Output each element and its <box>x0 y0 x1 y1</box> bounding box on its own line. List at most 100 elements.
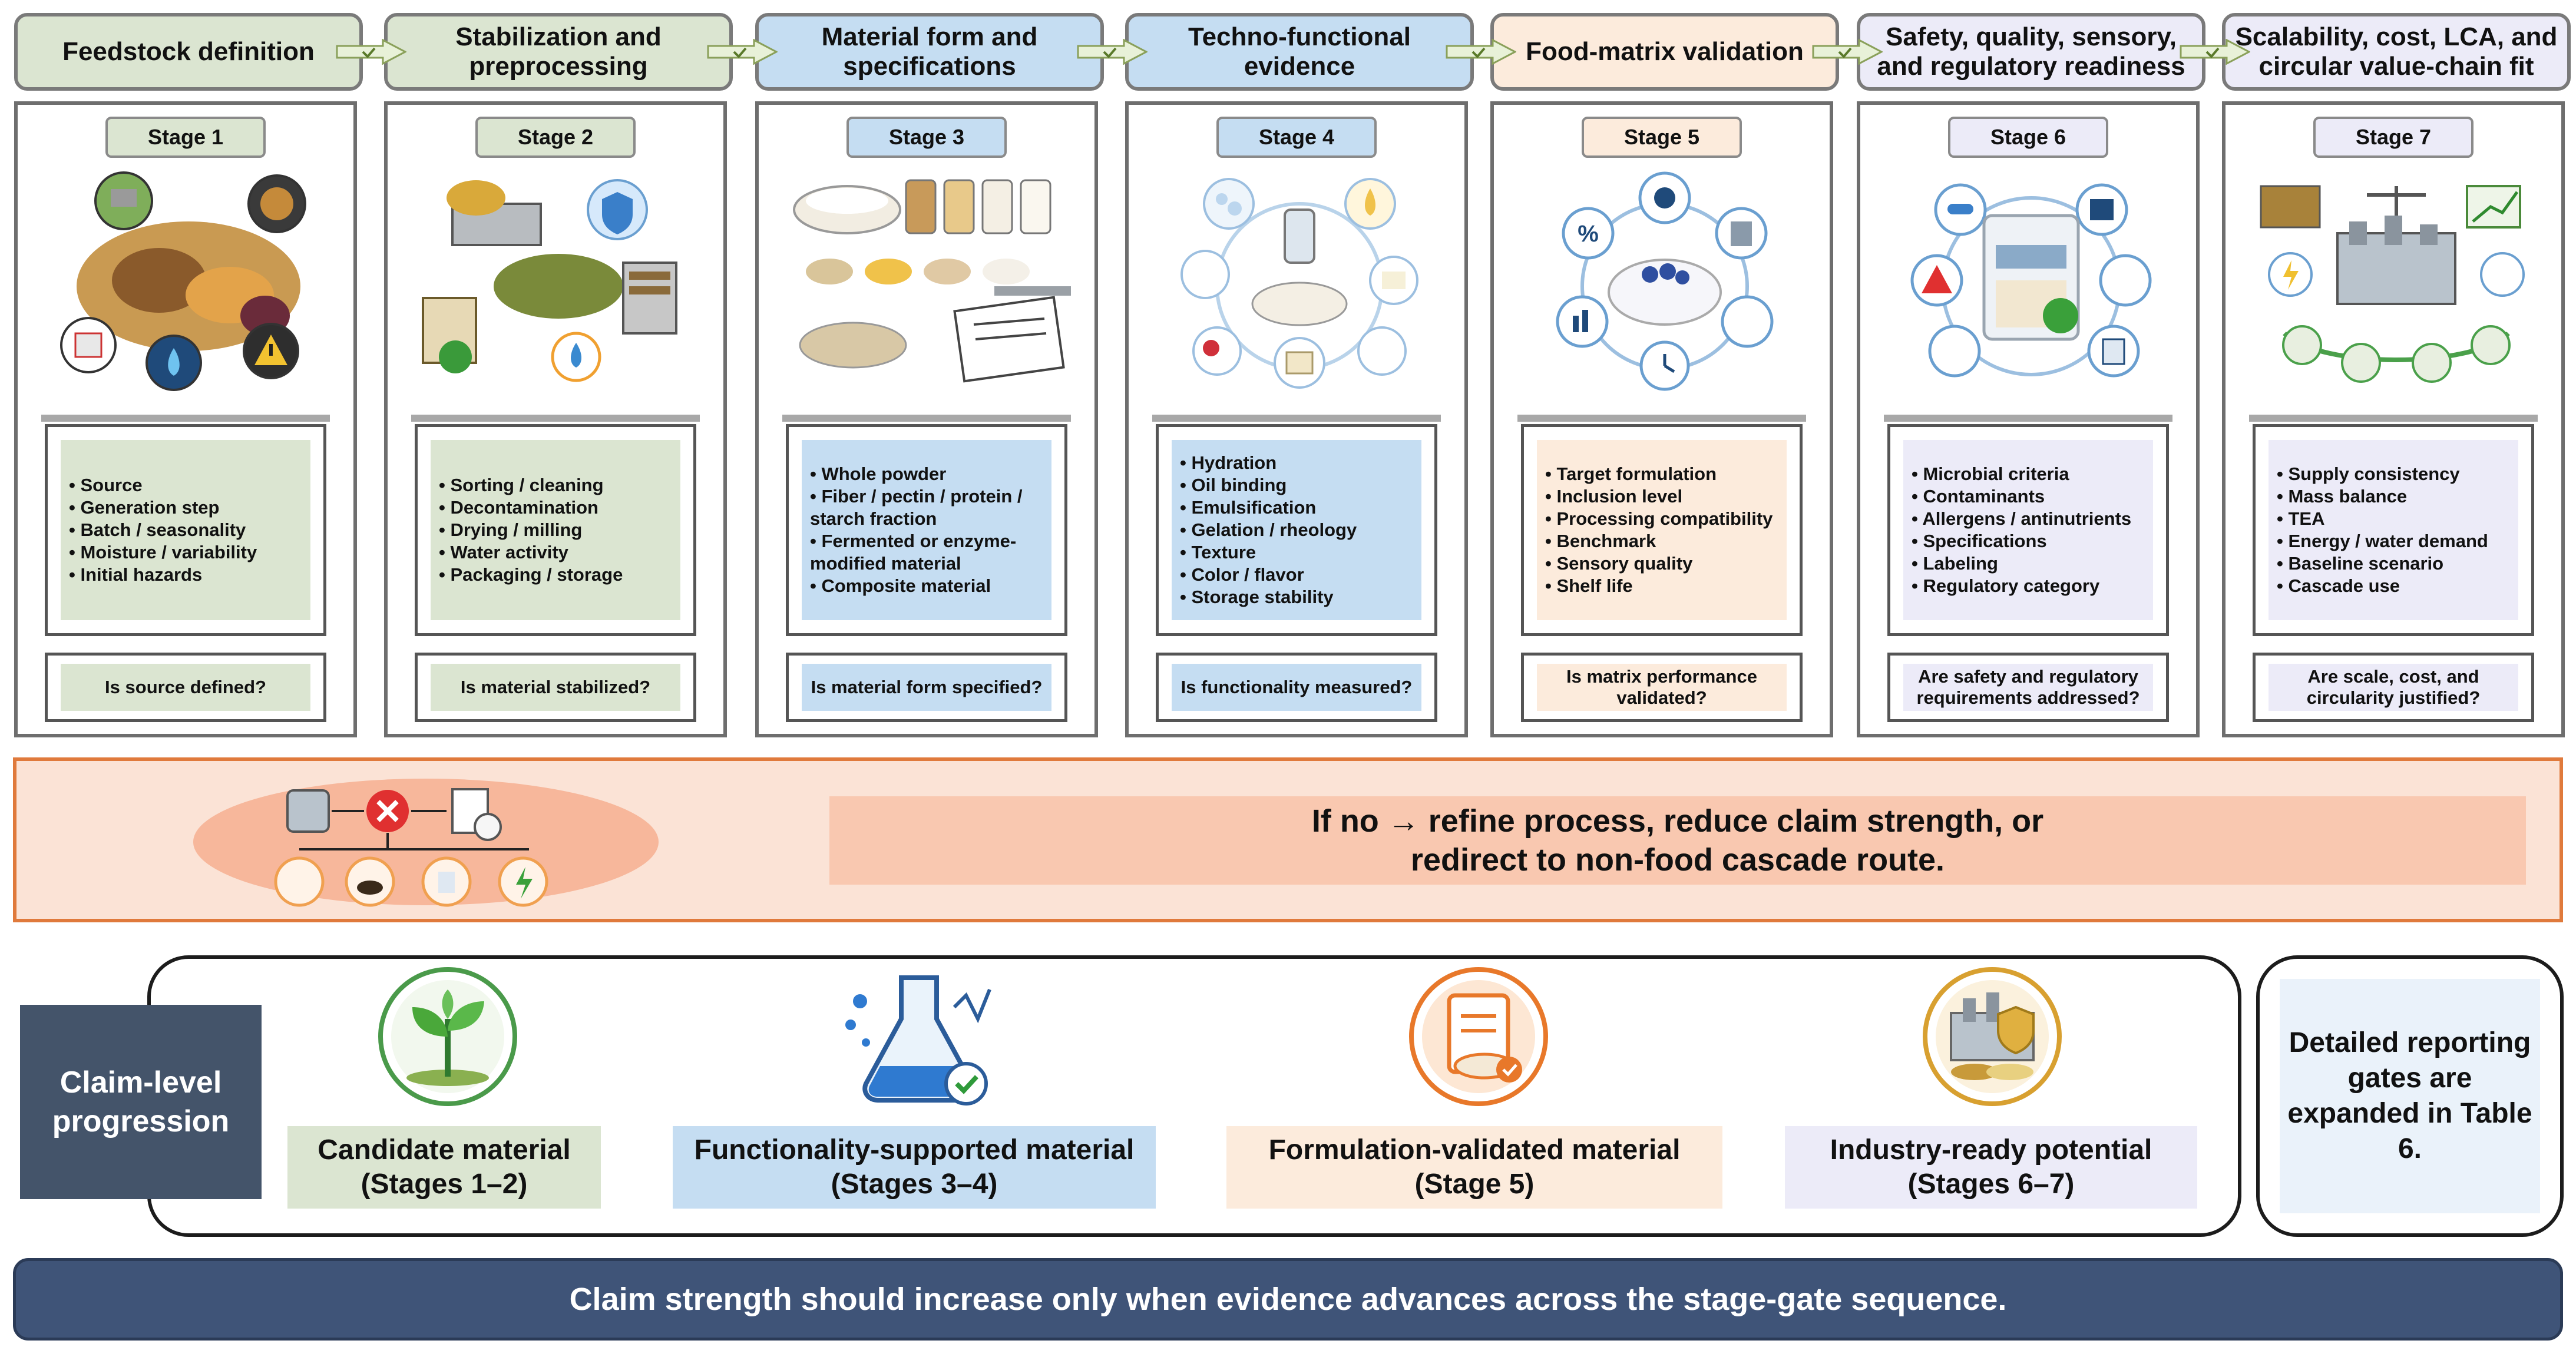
clipboard-icon <box>953 296 1065 383</box>
stage-1-header: Feedstock definition <box>14 13 363 91</box>
list-item: Labeling <box>1912 552 2131 575</box>
yogurt-icon <box>1608 259 1722 326</box>
gate-question: Are scale, cost, and circularity justifi… <box>2269 664 2518 711</box>
stage-1-panel: Stage 1 Source Generation step Batch / s… <box>14 101 357 737</box>
list-item: Inclusion level <box>1545 485 1773 508</box>
list-item: Drying / milling <box>439 519 623 541</box>
gate-question-box: Is material stabilized? <box>415 653 696 722</box>
arrow-right-icon <box>1812 39 1883 65</box>
list-item: Batch / seasonality <box>69 519 257 541</box>
divider <box>1884 415 2172 422</box>
scalability-illustration <box>2260 185 2525 383</box>
food-matrix-illustration: % <box>1556 171 1774 391</box>
list-item: Sensory quality <box>1545 552 1773 575</box>
gate-question: Is material stabilized? <box>431 664 680 711</box>
criteria-box: Microbial criteria Contaminants Allergen… <box>1887 424 2169 636</box>
svg-text:%: % <box>1578 221 1599 247</box>
arrow-right-icon <box>1446 39 1516 65</box>
list-item: Microbial criteria <box>1912 463 2131 485</box>
stage-label: Stage 1 <box>105 117 266 158</box>
stage-3-panel: Stage 3 Whole powder Fiber / pectin / pr… <box>755 101 1098 737</box>
list-item: Cascade use <box>2277 575 2488 597</box>
stage-label: Stage 5 <box>1582 117 1742 158</box>
criteria-box: Whole powder Fiber / pectin / protein / … <box>786 424 1067 636</box>
gate-question: Is source defined? <box>61 664 310 711</box>
stage-6-header: Safety, quality, sensory, and regulatory… <box>1857 13 2205 91</box>
arrow-right-icon <box>707 39 778 65</box>
seedling-icon <box>378 967 517 1106</box>
stage-5-header: Food-matrix validation <box>1490 13 1839 91</box>
stage-7-header: Scalability, cost, LCA, and circular val… <box>2222 13 2571 91</box>
list-item: Emulsification <box>1180 497 1357 519</box>
gate-question-box: Is source defined? <box>45 653 326 722</box>
list-item: Energy / water demand <box>2277 530 2488 552</box>
stage-2-header: Stabilization and preprocessing <box>384 13 733 91</box>
list-item: Decontamination <box>439 497 623 519</box>
divider <box>1152 415 1441 422</box>
list-item: Specifications <box>1912 530 2131 552</box>
list-item: Processing compatibility <box>1545 508 1773 530</box>
list-item: Contaminants <box>1912 485 2131 508</box>
caliper-icon <box>994 286 1071 296</box>
safety-regulatory-illustration <box>1910 183 2152 378</box>
gate-question-box: Is functionality measured? <box>1156 653 1437 722</box>
criteria-box: Hydration Oil binding Emulsification Gel… <box>1156 424 1437 636</box>
list-item: Storage stability <box>1180 586 1357 608</box>
list-item: Fiber / pectin / protein / starch fracti… <box>810 485 1043 530</box>
list-item: TEA <box>2277 508 2488 530</box>
criteria-list: Source Generation step Batch / seasonali… <box>69 474 257 586</box>
list-item: Composite material <box>810 575 1043 597</box>
stage-label: Stage 3 <box>846 117 1007 158</box>
criteria-box: Sorting / cleaning Decontamination Dryin… <box>415 424 696 636</box>
industry-icon <box>1923 967 2062 1106</box>
arrow-right-icon <box>1077 39 1148 65</box>
gate-question: Is matrix performance validated? <box>1537 664 1787 711</box>
claim-level-candidate: Candidate material(Stages 1–2) <box>287 1126 601 1209</box>
list-item: Moisture / variability <box>69 541 257 564</box>
list-item: Whole powder <box>810 463 1043 485</box>
processing-unit-icon <box>286 789 330 833</box>
claim-level-formulation: Formulation-validated material(Stage 5) <box>1226 1126 1722 1209</box>
criteria-list: Hydration Oil binding Emulsification Gel… <box>1180 452 1357 608</box>
divider <box>2249 415 2538 422</box>
arrow-right-icon <box>2180 39 2250 65</box>
stage-label: Stage 2 <box>475 117 636 158</box>
gate-question-box: Is material form specified? <box>786 653 1067 722</box>
arrow-right-icon <box>336 39 406 65</box>
footer-banner: Claim strength should increase only when… <box>13 1258 2563 1341</box>
criteria-list: Sorting / cleaning Decontamination Dryin… <box>439 474 623 586</box>
divider <box>41 415 330 422</box>
criteria-list: Whole powder Fiber / pectin / protein / … <box>810 463 1043 597</box>
gate-question-box: Are scale, cost, and circularity justifi… <box>2253 653 2534 722</box>
techno-functional-illustration <box>1180 178 1418 389</box>
claim-level-functionality: Functionality-supported material(Stages … <box>673 1126 1156 1209</box>
stage-7-panel: Stage 7 Supply consistency Mass balance … <box>2222 101 2565 737</box>
gate-question: Are safety and regulatory requirements a… <box>1903 664 2153 711</box>
list-item: Sorting / cleaning <box>439 474 623 497</box>
criteria-box: Supply consistency Mass balance TEA Ener… <box>2253 424 2534 636</box>
formulation-clipboard-icon <box>1409 967 1548 1106</box>
divider <box>1517 415 1806 422</box>
stage-label: Stage 7 <box>2313 117 2474 158</box>
list-item: Oil binding <box>1180 474 1357 497</box>
list-item: Packaging / storage <box>439 564 623 586</box>
criteria-list: Supply consistency Mass balance TEA Ener… <box>2277 463 2488 597</box>
list-item: Texture <box>1180 541 1357 564</box>
reporting-note: Detailed reporting gates are expanded in… <box>2280 979 2540 1213</box>
divider <box>411 415 700 422</box>
list-item: Allergens / antinutrients <box>1912 508 2131 530</box>
gate-question: Is functionality measured? <box>1172 664 1421 711</box>
divider <box>782 415 1071 422</box>
list-item: Water activity <box>439 541 623 564</box>
stage-4-panel: Stage 4 Hydration Oil binding Emulsifica… <box>1125 101 1468 737</box>
list-item: Benchmark <box>1545 530 1773 552</box>
criteria-box: Target formulation Inclusion level Proce… <box>1521 424 1803 636</box>
stage-6-panel: Stage 6 Microbial criteria Contaminants … <box>1857 101 2200 737</box>
feedback-message: If no → refine process, reduce claim str… <box>829 796 2526 885</box>
list-item: Regulatory category <box>1912 575 2131 597</box>
material-form-illustration <box>793 179 1071 383</box>
list-item: Supply consistency <box>2277 463 2488 485</box>
cascade-route-diagram <box>274 788 548 907</box>
criteria-list: Target formulation Inclusion level Proce… <box>1545 463 1773 597</box>
feedback-loop-panel: If no → refine process, reduce claim str… <box>13 757 2563 922</box>
